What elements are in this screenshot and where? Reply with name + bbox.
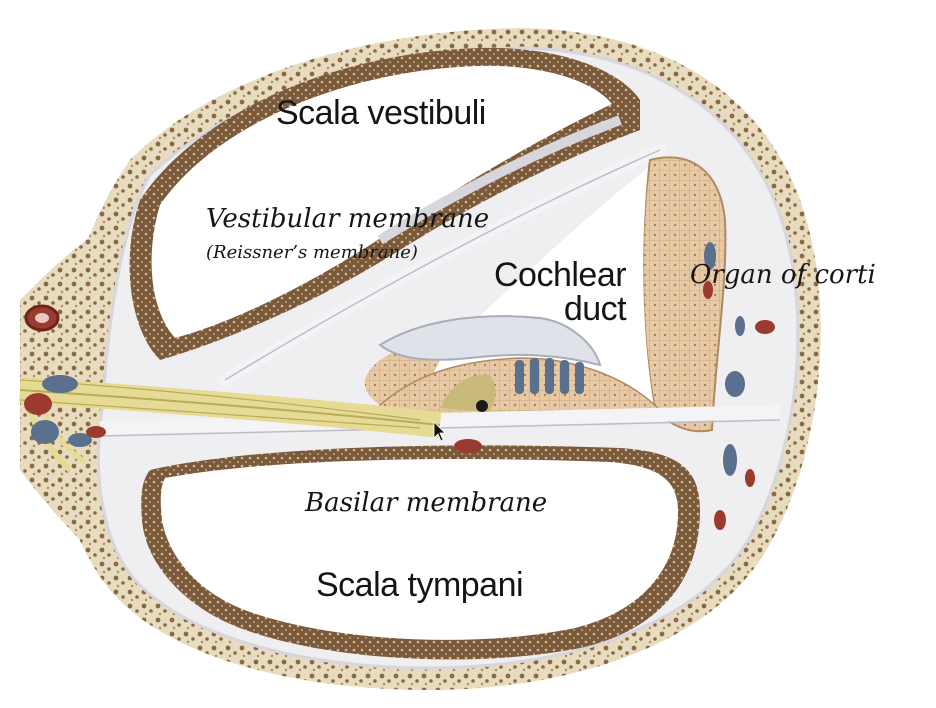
label-cochlear-line1: Cochlear (494, 256, 627, 294)
scala-vestibuli (129, 47, 640, 360)
label-scala-tympani: Scala tympani (316, 566, 524, 604)
label-basilar-membrane: Basilar membrane (305, 488, 548, 518)
label-scala-vestibuli: Scala vestibuli (276, 94, 486, 132)
tectorial-membrane (378, 315, 602, 367)
spiral-limbus (364, 349, 440, 405)
stria-vascularis (642, 156, 727, 433)
scala-tympani (141, 445, 701, 660)
label-organ-of-corti: Organ of corti (690, 260, 876, 290)
label-reissners-membrane: (Reissner’s membrane) (206, 242, 418, 263)
label-cochlear-line2: duct (563, 290, 627, 328)
label-vestibular-membrane: Vestibular membrane (206, 204, 490, 234)
label-cochlear-duct: Cochlear duct (494, 256, 627, 328)
blood-vessels (24, 242, 775, 530)
mouse-cursor-icon (433, 421, 446, 442)
organ-of-corti (379, 357, 662, 421)
